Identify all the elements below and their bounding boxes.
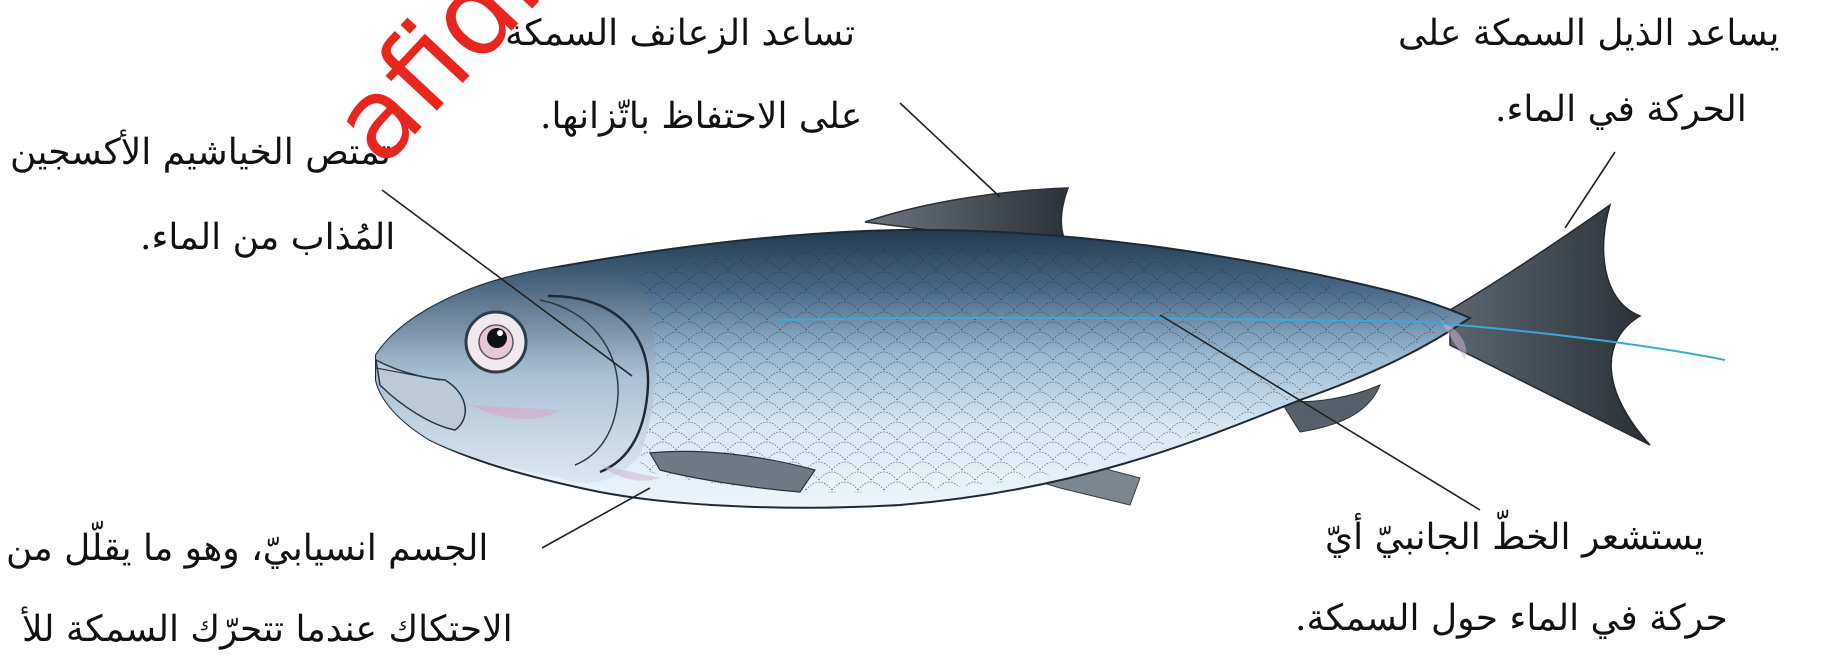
fins-label-line2: على الاحتفاظ باتّزانها. [540,99,862,135]
tail-label-line1: يساعد الذيل السمكة على [1398,16,1779,52]
fins-label-line1: تساعد الزعانف السمكة [505,16,855,52]
gills-label-line1: تمتص الخياشيم الأكسجين [10,135,391,171]
tail-label-line2: الحركة في الماء. [1495,92,1747,128]
body-label-line2: الاحتكاك عندما تتحرّك السمكة للأ [22,612,513,648]
leader-fins [900,103,1000,197]
body-label-line1: الجسم انسيابيّ، وهو ما يقلّل من [6,531,488,567]
gills-label-line2: المُذاب من الماء. [140,220,395,256]
lateral-line-label-line1: يستشعر الخطّ الجانبيّ أيّ [1325,520,1704,556]
lateral-line-label-line2: حركة في الماء حول السمكة. [1295,601,1728,637]
tail-fin [1450,205,1650,445]
leader-body [542,488,650,548]
